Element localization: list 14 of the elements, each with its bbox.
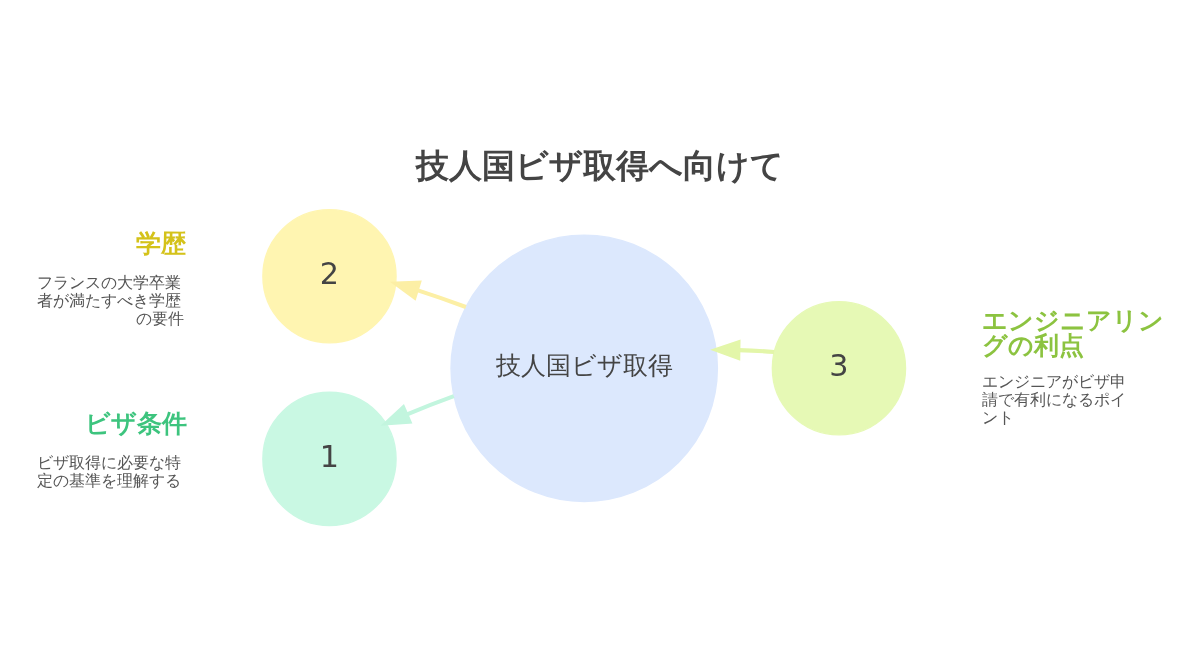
node-label: フランスの大学卒業者が満たすべき学歴の要件 (36, 273, 184, 328)
node-circle: 2 (262, 208, 397, 344)
node-label: ビザ条件 (85, 408, 188, 438)
arrow (389, 280, 467, 309)
node-label: 学歴 (135, 229, 186, 259)
arrow (710, 339, 775, 361)
node-circle: 3 (771, 301, 907, 436)
node-label: ビザ取得に必要な特定の基準を理解する (36, 452, 181, 490)
node-circle: 1 (262, 391, 397, 527)
node-label: エンジニアがビザ申請で有利になるポイント (982, 371, 1127, 427)
node-label: エンジニアリングの利点 (982, 306, 1165, 360)
node-circle: 技人国ビザ取得 (450, 234, 719, 503)
diagram-title: 技人国ビザ取得へ向けて (415, 145, 784, 185)
arrow (380, 394, 455, 426)
